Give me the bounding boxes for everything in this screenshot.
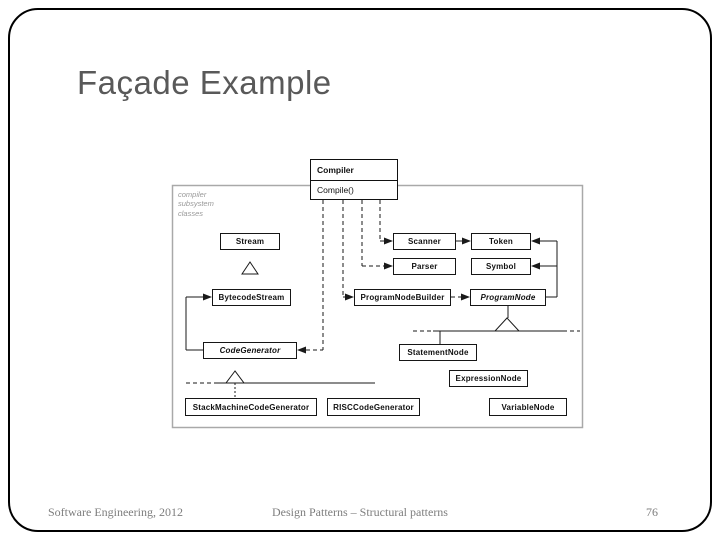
class-compiler: Compiler Compile() — [310, 159, 398, 200]
class-expressionnode: ExpressionNode — [449, 370, 528, 387]
subsystem-label: compiler subsystem classes — [178, 190, 214, 218]
class-programnode: ProgramNode — [470, 289, 546, 306]
slide-border — [8, 8, 712, 532]
inheritance-triangle-stream — [241, 261, 259, 275]
class-compiler-name: Compiler — [311, 160, 397, 181]
footer-topic: Design Patterns – Structural patterns — [272, 505, 448, 519]
class-variablenode: VariableNode — [489, 398, 567, 416]
class-programnodebuilder: ProgramNodeBuilder — [354, 289, 451, 306]
slide-title: Façade Example — [77, 64, 332, 101]
footer-course: Software Engineering, 2012 — [48, 505, 183, 519]
class-stream: Stream — [220, 233, 280, 250]
inheritance-triangle-codegenerator — [225, 370, 245, 384]
class-scanner: Scanner — [393, 233, 456, 250]
slide-footer: Software Engineering, 2012 Design Patter… — [0, 505, 720, 525]
class-symbol: Symbol — [471, 258, 531, 275]
class-parser: Parser — [393, 258, 456, 275]
class-bytecodestream: BytecodeStream — [212, 289, 291, 306]
class-codegenerator: CodeGenerator — [203, 342, 297, 359]
class-statementnode: StatementNode — [399, 344, 477, 361]
class-compiler-method: Compile() — [317, 185, 354, 195]
inheritance-triangle-programnode — [493, 317, 521, 332]
class-stackmachinecodegenerator: StackMachineCodeGenerator — [185, 398, 317, 416]
footer-page-number: 76 — [646, 505, 658, 519]
class-risccodegenerator: RISCCodeGenerator — [327, 398, 420, 416]
subsystem-boundary-rect — [171, 184, 584, 429]
class-token: Token — [471, 233, 531, 250]
